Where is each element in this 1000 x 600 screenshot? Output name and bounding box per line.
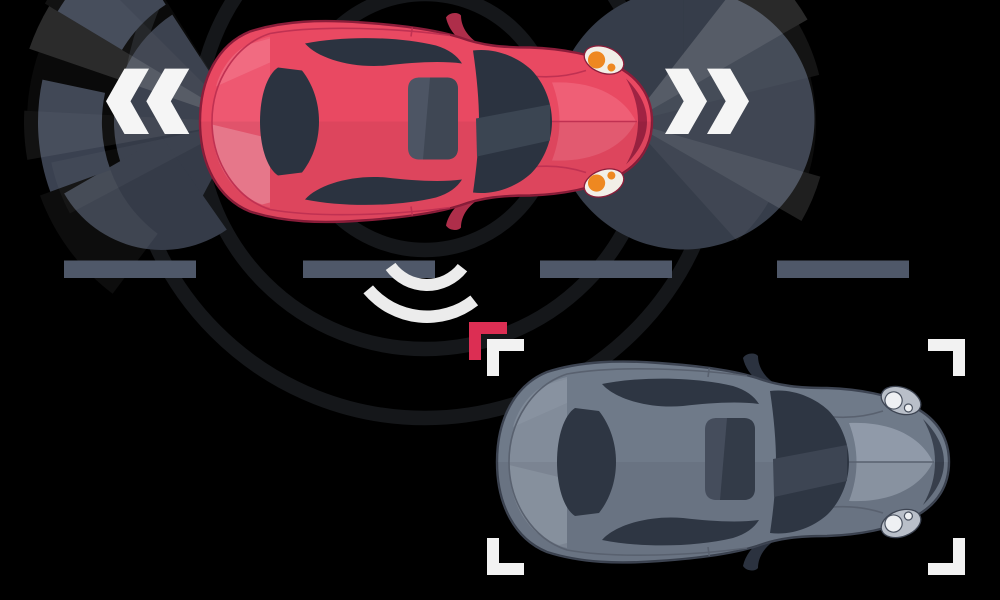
car-side-window-top xyxy=(305,38,462,67)
car-trunk-highlight-top xyxy=(216,38,270,87)
lane-dash xyxy=(303,260,435,278)
detection-frame xyxy=(469,322,965,575)
car-rear-seam xyxy=(211,27,451,216)
lane-dash xyxy=(540,260,672,278)
beam-wedge-left xyxy=(51,122,243,214)
frame-accent-corner xyxy=(469,322,507,360)
car-trunk-highlight-top xyxy=(513,379,567,427)
gray-car xyxy=(495,353,951,571)
beam-wedge-left xyxy=(44,0,242,122)
car-headlight-bottom xyxy=(880,508,922,539)
chevron-left-icon xyxy=(106,68,149,134)
car-front-bumper-shade xyxy=(626,78,647,165)
car-headlight-top xyxy=(880,385,922,416)
car-side-window-bottom xyxy=(305,176,462,205)
beam-wedge-right xyxy=(630,0,808,122)
red-car xyxy=(198,13,654,230)
car-sunroof-glass-dark xyxy=(720,418,755,500)
car-trunk-highlight-bright xyxy=(509,465,567,545)
lane-dash xyxy=(777,260,909,278)
car-sunroof-glass-dark xyxy=(423,77,458,160)
frame-corner-bottom-right xyxy=(928,538,965,575)
car-rear-seam xyxy=(508,368,748,556)
car-side-window-top xyxy=(602,378,759,407)
car-trunk-highlight-bright xyxy=(212,124,270,205)
car-headlight-bottom xyxy=(583,168,625,198)
car-windshield-reflection xyxy=(476,104,550,157)
chevron-right-icon xyxy=(665,68,707,134)
sonar-wave-arc xyxy=(385,262,468,291)
beam-segment-left xyxy=(38,79,111,192)
beam-segment-left xyxy=(64,137,227,251)
car-windshield-reflection xyxy=(773,445,847,497)
car-side-window-bottom xyxy=(602,517,759,546)
beam-wedge-left xyxy=(24,110,243,160)
lane-dash xyxy=(64,260,196,278)
frame-corner-bottom-left xyxy=(487,538,524,575)
car-rear-window xyxy=(557,408,616,516)
beam-wedge-right xyxy=(630,122,821,221)
frame-corner-top-right xyxy=(928,339,965,376)
car-front-bumper-shade xyxy=(923,419,944,505)
direction-chevrons xyxy=(106,68,749,134)
chevron-right-icon xyxy=(707,68,749,134)
car-rear-window xyxy=(260,67,319,176)
sonar-wave-arc xyxy=(363,285,479,323)
car-headlight-top xyxy=(583,45,625,75)
chevron-left-icon xyxy=(146,68,190,134)
beam-segment-left xyxy=(57,0,166,50)
sensor-beam-left xyxy=(24,0,243,294)
sonar-waves xyxy=(363,262,479,323)
beam-wedge-left xyxy=(29,6,243,123)
frame-corner-top-left xyxy=(487,339,524,376)
beam-wedge-right xyxy=(630,122,769,241)
